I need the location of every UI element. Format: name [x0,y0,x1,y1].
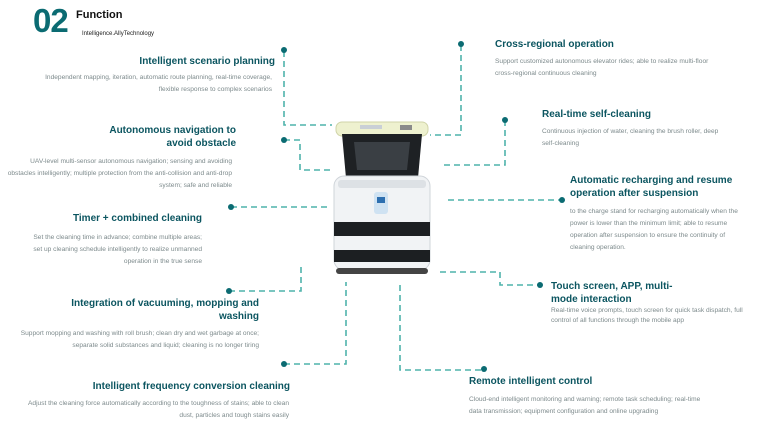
marker-dot [458,41,464,47]
feature-title-scenario-planning: Intelligent scenario planning [139,56,275,67]
feature-desc-scenario-planning: Independent mapping, iteration, automati… [45,74,272,93]
section-title: Function [76,9,123,21]
marker-dot [226,288,232,294]
feature-desc-auto-recharge: to the charge stand for recharging autom… [570,208,738,251]
feature-desc-touch-screen-app: Real-time voice prompts, touch screen fo… [551,307,743,324]
marker-dot [559,197,565,203]
feature-desc-autonomous-navigation: UAV-level multi-sensor autonomous naviga… [7,158,232,189]
feature-desc-self-cleaning: Continuous injection of water, cleaning … [542,128,719,147]
feature-title-touch-screen-app: Touch screen, APP, multi-mode interactio… [551,281,673,305]
section-subtitle: Intelligence.AllyTechnology [82,31,155,37]
feature-desc-cross-regional: Support customized autonomous elevator r… [495,58,709,77]
marker-dot [228,204,234,210]
marker-dot [502,117,508,123]
marker-dot [481,366,487,372]
feature-title-vacuum-mop-wash: Integration of vacuuming, mopping and wa… [71,298,259,322]
feature-title-auto-recharge: Automatic recharging and resume operatio… [570,175,733,199]
section-number: 02 [33,2,69,39]
feature-title-autonomous-navigation: Autonomous navigation to avoid obstacle [109,125,236,149]
marker-dot [281,361,287,367]
marker-dot [281,47,287,53]
feature-title-self-cleaning: Real-time self-cleaning [542,109,651,120]
feature-title-frequency-conversion: Intelligent frequency conversion cleanin… [92,381,290,392]
marker-dot [281,137,287,143]
feature-title-cross-regional: Cross-regional operation [495,39,614,50]
feature-desc-frequency-conversion: Adjust the cleaning force automatically … [28,400,289,419]
feature-title-remote-control: Remote intelligent control [469,376,593,387]
feature-title-timer-cleaning: Timer + combined cleaning [72,213,202,224]
feature-desc-timer-cleaning: Set the cleaning time in advance; combin… [33,234,202,265]
feature-desc-vacuum-mop-wash: Support mopping and washing with roll br… [20,330,259,349]
cleaning-robot-image [333,121,431,274]
marker-dot [537,282,543,288]
feature-desc-remote-control: Cloud-end intelligent monitoring and war… [469,396,701,415]
